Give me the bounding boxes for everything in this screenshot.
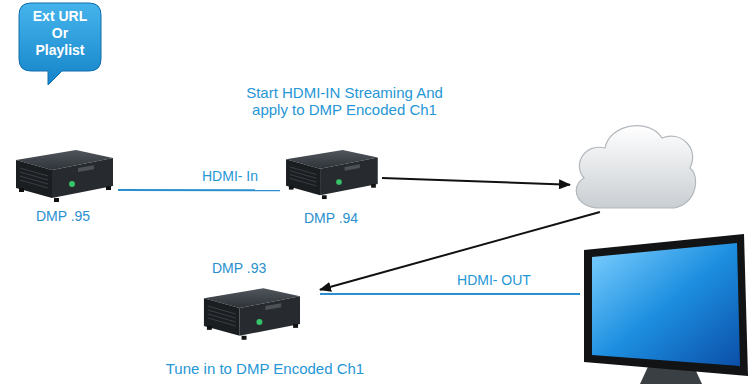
device-icon [286,150,378,199]
connector [118,189,280,191]
note-text: Tune in to DMP Encoded Ch1 [160,360,370,377]
device-node: DMP .95 [8,144,118,226]
note-text: Start HDMI-IN Streaming And apply to DMP… [222,84,467,118]
tv-monitor [584,234,748,384]
connector [320,212,600,290]
bubble-outline [19,3,101,85]
device-label: DMP .95 [8,208,118,224]
device-node: DMP .93 [198,258,320,344]
callout-text: Ext URL Or Playlist [29,2,91,59]
connector [382,178,570,185]
callout-bubble: Ext URL Or Playlist [18,2,102,87]
connector [320,293,580,295]
device-label: DMP .94 [280,210,382,226]
connector-label: HDMI- OUT [454,272,534,288]
connector-label: HDMI- In [199,168,261,184]
device-node: DMP .94 [280,144,382,228]
device-icon [204,288,300,340]
device-icon [16,150,113,202]
device-label: DMP .93 [212,260,334,276]
note-box: Start HDMI-IN Streaming And apply to DMP… [222,84,467,118]
note-box: Tune in to DMP Encoded Ch1 [160,360,370,377]
cloud-shape [576,126,695,208]
tv-node [580,230,750,388]
cloud-node [570,118,700,212]
